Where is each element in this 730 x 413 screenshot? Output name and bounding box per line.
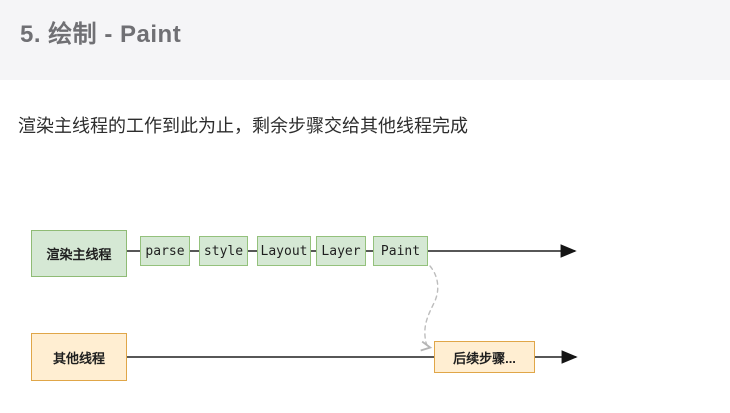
description-text: 渲染主线程的工作到此为止，剩余步骤交给其他线程完成 [18, 116, 468, 136]
other-thread-box: 其他线程 [31, 333, 127, 381]
step-box-paint: Paint [373, 236, 428, 266]
header-band: 5. 绘制 - Paint [0, 0, 730, 80]
main-thread-box: 渲染主线程 [31, 230, 127, 277]
paint-to-next-steps-dashed-arrow [420, 265, 439, 352]
step-box-style: style [199, 236, 248, 266]
next-steps-box: 后续步骤... [434, 341, 535, 373]
step-box-layout: Layout [257, 236, 311, 266]
page-title: 5. 绘制 - Paint [20, 21, 182, 48]
step-box-parse: parse [140, 236, 190, 266]
step-box-layer: Layer [316, 236, 366, 266]
